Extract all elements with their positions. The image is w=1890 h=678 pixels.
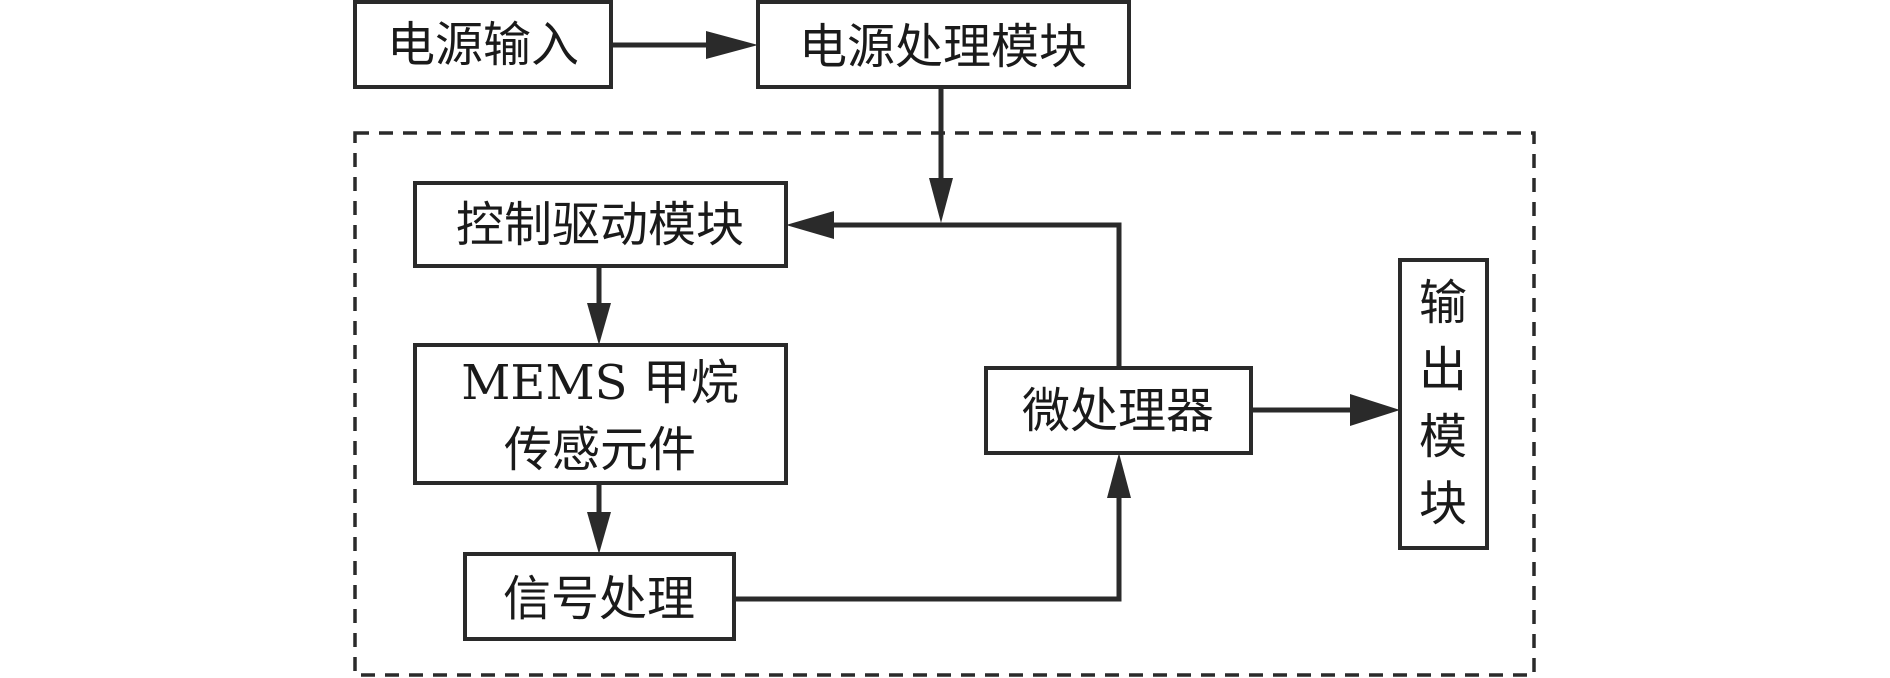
node-signal-processing: 信号处理	[463, 552, 736, 641]
node-label: 出	[1419, 342, 1467, 398]
node-label: 模	[1419, 409, 1467, 465]
node-label: 块	[1419, 476, 1467, 532]
node-control-drive: 控制驱动模块	[413, 181, 788, 268]
node-label: 输	[1419, 275, 1467, 331]
arrow-control-to-sensor	[587, 266, 611, 345]
dashed-boundary	[353, 131, 1536, 677]
arrow-power-processing-down	[929, 87, 953, 223]
arrow-microprocessor-to-output	[1251, 394, 1400, 426]
arrow-sensor-to-signal	[587, 483, 611, 554]
node-label: 电源输入	[387, 17, 579, 73]
arrow-power-input-to-processing	[611, 31, 758, 59]
node-label: 控制驱动模块	[456, 197, 744, 253]
node-power-input: 电源输入	[353, 0, 613, 89]
node-label: 电源处理模块	[799, 19, 1087, 75]
arrow-signal-to-microprocessor	[734, 453, 1131, 602]
node-label: 微处理器	[1022, 383, 1214, 439]
node-microprocessor: 微处理器	[984, 366, 1253, 455]
node-output: 输 出 模 块	[1398, 258, 1489, 550]
node-label: 传感元件	[504, 422, 696, 478]
node-power-processing: 电源处理模块	[756, 0, 1131, 89]
node-label: MEMS 甲烷	[461, 355, 738, 411]
arrow-microprocessor-to-control	[786, 211, 1122, 368]
node-mems-sensor: MEMS 甲烷 传感元件	[413, 343, 788, 485]
node-label: 信号处理	[503, 571, 695, 627]
